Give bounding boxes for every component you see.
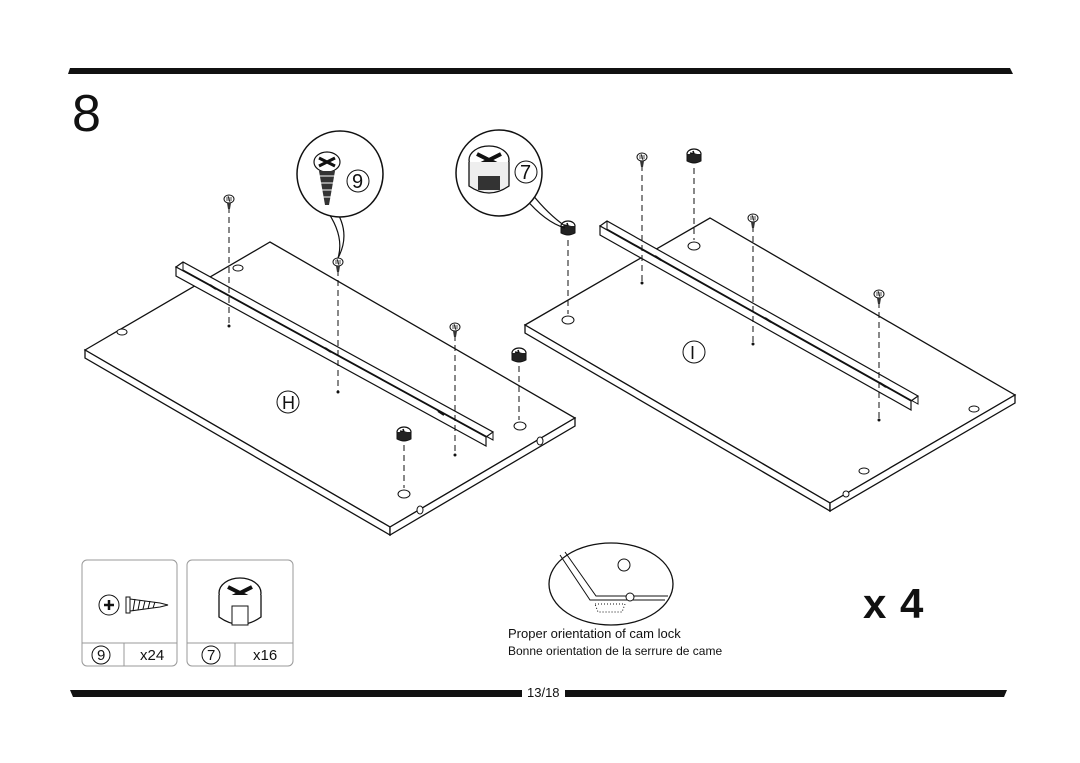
screw-icon — [313, 151, 341, 205]
cam-orientation-detail — [548, 542, 674, 626]
cam-lock-icon — [468, 145, 510, 194]
panel-i-label-circle — [682, 340, 706, 364]
cam-lock-callout — [455, 129, 566, 229]
cam-lock-icon — [91, 577, 262, 665]
cam-lock-part-number: 7 — [207, 647, 216, 664]
panel-i-drawing — [523, 148, 1017, 513]
panel-h-drawing — [83, 194, 577, 537]
screw-callout — [296, 130, 384, 259]
panel-i-label: I — [690, 343, 696, 363]
cam-lock-quantity: x16 — [253, 647, 278, 664]
parts-table — [81, 559, 294, 667]
orientation-note-fr: Bonne orientation de la serrure de came — [508, 644, 723, 658]
screw-part-number: 9 — [97, 647, 106, 664]
screw-icon — [98, 594, 169, 616]
screw-callout-part-number: 9 — [352, 171, 364, 193]
assembly-multiplier: x 4 — [863, 580, 925, 627]
panel-h-label-circle — [276, 390, 300, 414]
page-number: 13/18 — [522, 685, 565, 700]
screw-quantity: x24 — [140, 647, 165, 664]
cam-lock-callout-part-number: 7 — [520, 162, 532, 184]
panel-h-label: H — [282, 393, 295, 413]
orientation-note-en: Proper orientation of cam lock — [508, 626, 681, 641]
top-rule — [68, 68, 1013, 74]
step-number: 8 — [72, 85, 101, 143]
